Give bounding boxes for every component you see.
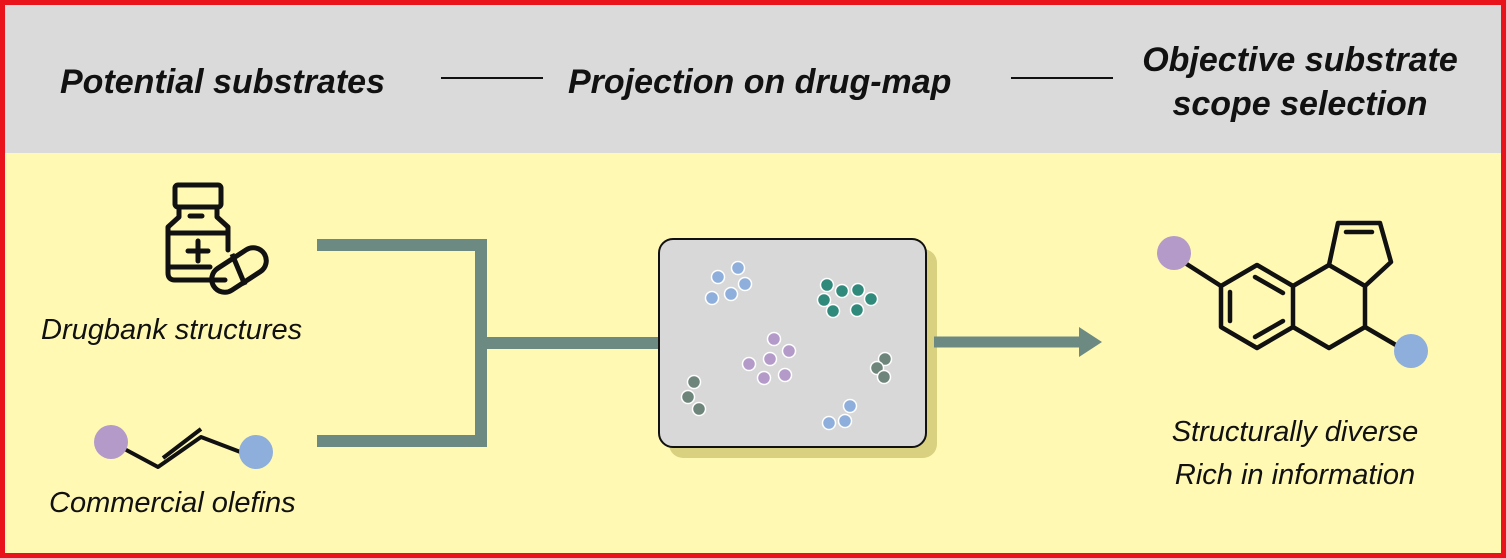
cluster-3-point [777,367,793,383]
drug-map-clusters [680,260,893,431]
cluster-2-point [850,282,866,298]
cluster-3-point [766,331,782,347]
olefin-molecule-icon [94,425,273,469]
header-band: Potential substrates Projection on drug-… [5,5,1501,153]
blue-substituent [1394,334,1428,368]
bracket-connector [317,239,659,447]
cluster-5-point [691,401,707,417]
cluster-4-point [877,351,893,367]
cluster-1-point [704,290,720,306]
cluster-5-point [680,389,696,405]
cluster-3-point [741,356,757,372]
cluster-2-point [819,277,835,293]
purple-substituent [94,425,128,459]
cluster-1-point [737,276,753,292]
step-potential-substrates: Potential substrates [60,63,385,101]
cluster-1-point [710,269,726,285]
blue-substituent [239,435,273,469]
cluster-2-point [816,292,832,308]
capsule-icon [209,245,269,295]
cluster-2-point [834,283,850,299]
cluster-1-point [730,260,746,276]
commercial-olefins-label: Commercial olefins [49,487,296,519]
purple-substituent [1157,236,1191,270]
cluster-2-point [863,291,879,307]
cluster-3-point [762,351,778,367]
cluster-3-point [781,343,797,359]
output-line1: Structurally diverse [1171,416,1419,448]
cluster-3-point [756,370,772,386]
output-arrow [934,327,1102,357]
cluster-1-point [723,286,739,302]
step-projection-drug-map: Projection on drug-map [568,63,952,101]
output-line2: Rich in information [1174,459,1416,491]
cluster-5-point [686,374,702,390]
tetracyclic-molecule-icon [1157,220,1428,368]
cluster-4-point [876,369,892,385]
step-objective-selection-line1: Objective substrate [1142,41,1458,79]
drugbank-structures-label: Drugbank structures [41,314,303,346]
cluster-6-point [837,413,853,429]
step-objective-selection-line2: scope selection [1172,85,1428,123]
cluster-6-point [842,398,858,414]
medicine-bottle-icon [165,182,231,283]
cluster-2-point [849,302,865,318]
cluster-6-point [821,415,837,431]
cluster-2-point [825,303,841,319]
diagram-graphics [94,77,1428,469]
